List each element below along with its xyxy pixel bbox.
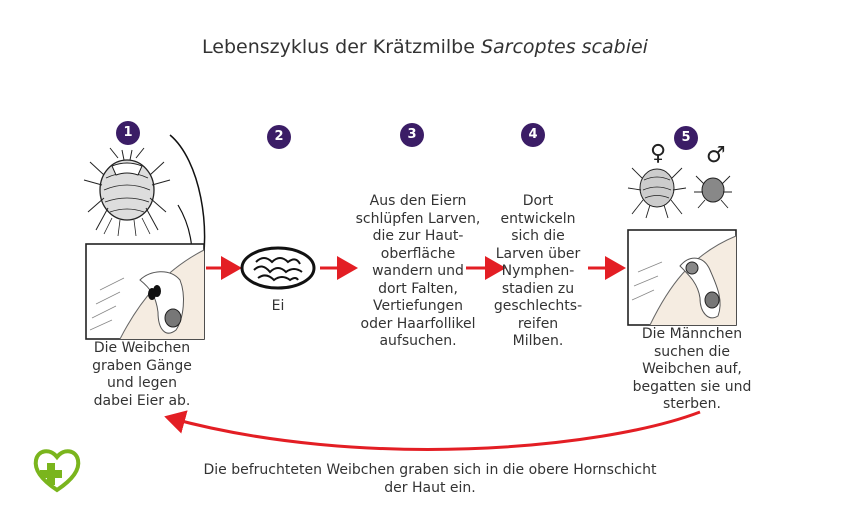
step-1-marker: 1 xyxy=(116,121,140,145)
adult-female-mite-illustration xyxy=(627,167,687,219)
male-symbol: ♂ xyxy=(706,143,726,168)
mating-box xyxy=(627,229,737,326)
step-3-description: Aus den Eiern schlüpfen Larven, die zur … xyxy=(355,193,481,349)
diagram-title: Lebenszyklus der Krätzmilbe Sarcoptes sc… xyxy=(0,36,850,58)
female-mite-illustration xyxy=(83,147,171,237)
cycle-note: Die befruchteten Weibchen graben sich in… xyxy=(203,462,657,496)
step-4-description: Dort entwickeln sich die Larven über Nym… xyxy=(493,193,583,349)
step-5-marker: 5 xyxy=(674,126,698,150)
step-3-marker: 3 xyxy=(400,123,424,147)
step-1-description: Die Weibchen graben Gänge und legen dabe… xyxy=(92,340,192,409)
heart-cross-icon xyxy=(33,449,81,493)
egg-illustration xyxy=(240,246,316,290)
female-symbol: ♀ xyxy=(650,141,667,166)
adult-male-mite-illustration xyxy=(694,175,732,209)
title-prefix: Lebenszyklus der Krätzmilbe xyxy=(202,36,481,58)
title-species: Sarcoptes scabiei xyxy=(480,36,648,58)
step-5-description: Die Männchen suchen die Weibchen auf, be… xyxy=(632,326,752,412)
step-2-marker: 2 xyxy=(267,125,291,149)
step-4-marker: 4 xyxy=(521,123,545,147)
burrow-box xyxy=(85,243,205,340)
step-2-description: Ei xyxy=(271,298,285,314)
cycle-return-arrow xyxy=(164,410,701,451)
